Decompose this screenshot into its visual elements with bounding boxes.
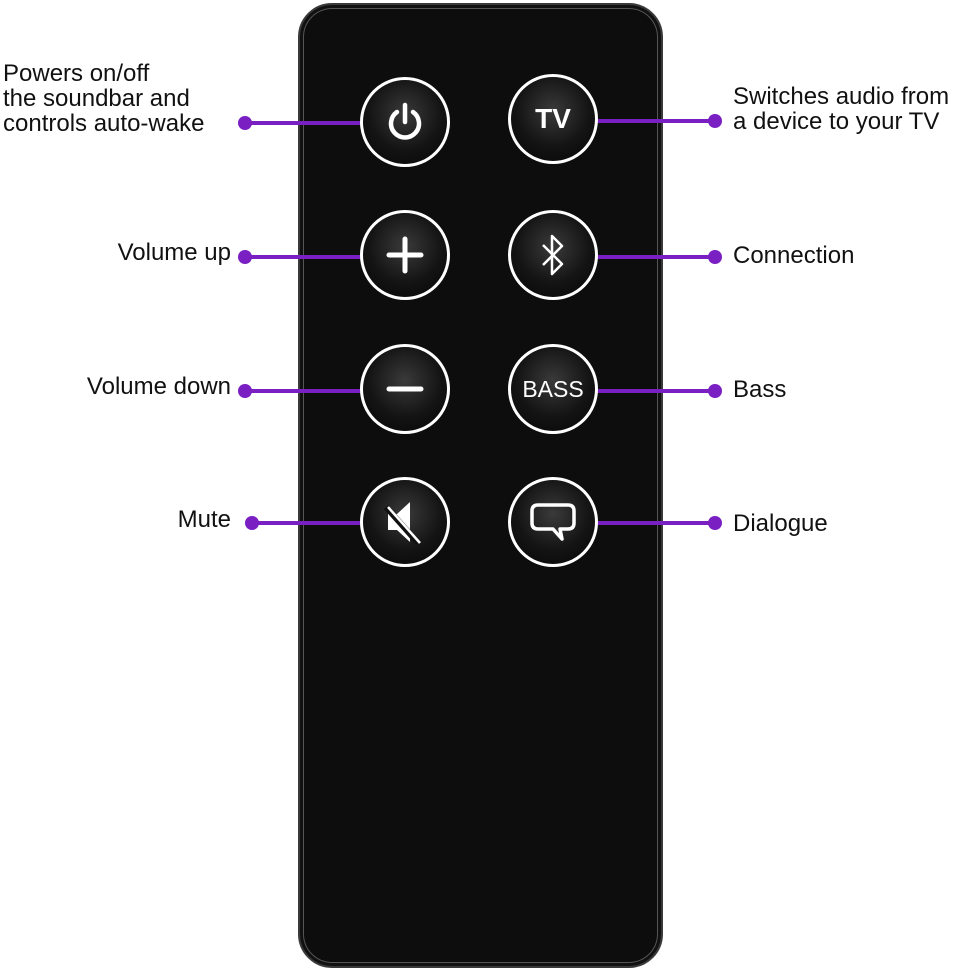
bass-button[interactable]: BASS <box>508 344 598 434</box>
callout-line-volume-down <box>245 389 375 393</box>
label-power: Powers on/off the soundbar and controls … <box>3 61 204 136</box>
callout-dot-mute <box>245 516 259 530</box>
callout-dot-bass <box>708 384 722 398</box>
callout-line-mute <box>252 521 375 525</box>
callout-dot-tv <box>708 114 722 128</box>
callout-dot-connection <box>708 250 722 264</box>
mute-icon <box>383 502 421 545</box>
callout-line-dialogue <box>585 521 715 525</box>
label-volume-down: Volume down <box>86 373 231 400</box>
remote-control <box>298 3 663 968</box>
power-icon <box>388 102 422 140</box>
label-power-line-2: the soundbar and <box>3 85 190 112</box>
callout-dot-dialogue <box>708 516 722 530</box>
label-dialogue: Dialogue <box>733 510 828 537</box>
minus-icon <box>386 386 424 392</box>
tv-button-label: TV <box>535 103 571 134</box>
label-connection: Connection <box>733 242 855 269</box>
bluetooth-button[interactable] <box>508 210 598 300</box>
callout-line-tv <box>585 119 715 123</box>
bass-button-label: BASS <box>522 375 584 402</box>
plus-icon <box>386 236 424 274</box>
callout-dot-volume-up <box>238 250 252 264</box>
label-tv-line-1: Switches audio from <box>733 83 950 110</box>
volume-down-button[interactable] <box>360 344 450 434</box>
power-button[interactable] <box>360 77 450 167</box>
label-tv: Switches audio from a device to your TV <box>733 84 949 134</box>
callout-line-volume-up <box>245 255 375 259</box>
bluetooth-icon <box>542 234 564 276</box>
dialogue-button[interactable] <box>508 477 598 567</box>
label-tv-line-2: a device to your TV <box>733 108 940 135</box>
label-volume-up: Volume up <box>117 239 231 266</box>
callout-line-bass <box>585 389 715 393</box>
mute-button[interactable] <box>360 477 450 567</box>
callout-line-connection <box>585 255 715 259</box>
volume-up-button[interactable] <box>360 210 450 300</box>
callout-line-power <box>245 121 375 125</box>
callout-dot-volume-down <box>238 384 252 398</box>
label-power-line-3: controls auto-wake <box>3 110 205 137</box>
label-power-line-1: Powers on/off <box>3 60 150 87</box>
label-bass: Bass <box>733 376 787 403</box>
callout-dot-power <box>238 116 252 130</box>
tv-button[interactable]: TV <box>508 74 598 164</box>
speech-bubble-icon <box>530 503 576 541</box>
label-mute: Mute <box>177 506 231 533</box>
